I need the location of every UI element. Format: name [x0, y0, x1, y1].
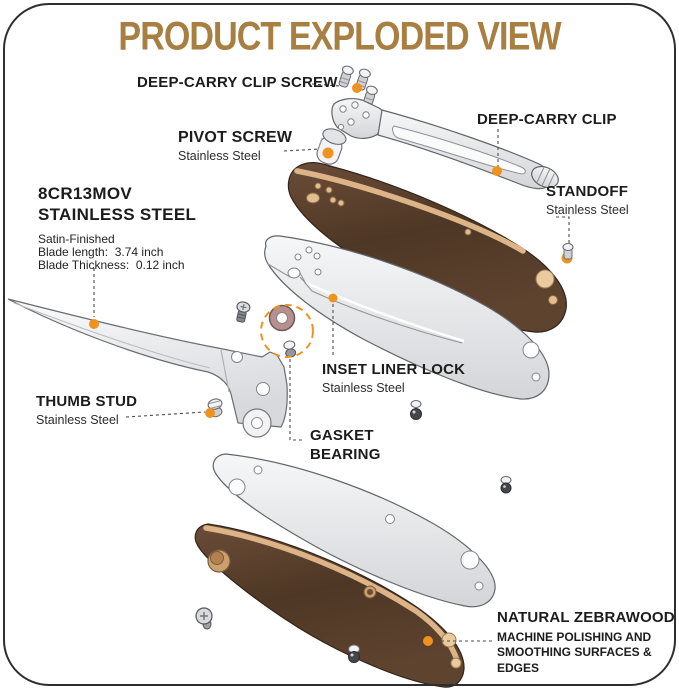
label-inset-liner-lock: INSET LINER LOCK Stainless Steel — [322, 361, 466, 395]
label-deep-carry-clip-screw: DEEP-CARRY CLIP SCREW — [137, 74, 338, 92]
label-text: INSET LINER LOCK — [322, 361, 466, 378]
blade-illustration — [7, 298, 288, 428]
label-subtext: Stainless Steel — [546, 202, 629, 217]
leader-lines — [93, 83, 570, 642]
deep-carry-clip-illustration — [331, 98, 559, 190]
bottom-screw-left-illustration — [195, 607, 213, 630]
washer-illustration — [242, 408, 272, 438]
blade-spec-length: Blade length: 3.74 inch — [38, 244, 164, 259]
gasket-highlight-circle — [260, 304, 314, 358]
label-text: GASKET — [310, 427, 374, 444]
bearing-illustration — [283, 340, 297, 358]
accent-markers — [89, 83, 502, 646]
label-subtext: MACHINE POLISHING AND — [497, 629, 652, 644]
label-text: DEEP-CARRY CLIP SCREW — [137, 74, 338, 91]
label-pivot-screw: PIVOT SCREW Stainless Steel — [178, 129, 292, 163]
label-natural-zebrawood: NATURAL ZEBRAWOOD MACHINE POLISHING AND … — [497, 609, 675, 677]
label-subtext: Stainless Steel — [178, 148, 261, 163]
blade-spec-thickness: Blade Thickness: 0.12 inch — [38, 258, 185, 273]
mid-standoff-illustration — [410, 399, 422, 420]
label-thumb-stud: THUMB STUD Stainless Steel — [36, 393, 138, 427]
liner-screw-illustration — [500, 475, 512, 494]
standoff-illustration — [561, 242, 574, 264]
label-subtext: EDGES — [497, 660, 540, 675]
label-text: DEEP-CARRY CLIP — [477, 111, 617, 128]
top-liner-illustration — [264, 235, 550, 400]
label-text: THUMB STUD — [36, 393, 138, 410]
bottom-liner-illustration — [212, 453, 496, 608]
label-text: STANDOFF — [546, 183, 629, 200]
blade-spec-finish: Satin-Finished — [38, 231, 115, 246]
label-text: 8CR13MOV — [38, 184, 133, 203]
label-text: STAINLESS STEEL — [38, 205, 197, 225]
label-text: NATURAL ZEBRAWOOD — [497, 609, 675, 626]
page-title: PRODUCT EXPLODED VIEW — [118, 14, 561, 59]
clip-screws-illustration — [338, 65, 378, 108]
blade-screw-illustration — [236, 301, 251, 323]
label-text: BEARING — [310, 445, 381, 463]
label-gasket-bearing: GASKET BEARING — [310, 427, 381, 465]
bottom-wood-scale-illustration — [194, 523, 465, 688]
bottom-screw-right-illustration — [347, 644, 361, 663]
label-deep-carry-clip: DEEP-CARRY CLIP — [477, 111, 617, 129]
pivot-screw-illustration — [316, 128, 347, 165]
label-blade-steel: 8CR13MOV STAINLESS STEEL Satin-Finished … — [38, 183, 196, 273]
label-subtext: Stainless Steel — [322, 380, 405, 395]
label-standoff: STANDOFF Stainless Steel — [546, 183, 629, 217]
label-subtext: SMOOTHING SURFACES & — [497, 645, 652, 660]
label-text: PIVOT SCREW — [178, 129, 293, 146]
label-subtext: Stainless Steel — [36, 412, 119, 427]
gasket-illustration — [268, 304, 296, 332]
